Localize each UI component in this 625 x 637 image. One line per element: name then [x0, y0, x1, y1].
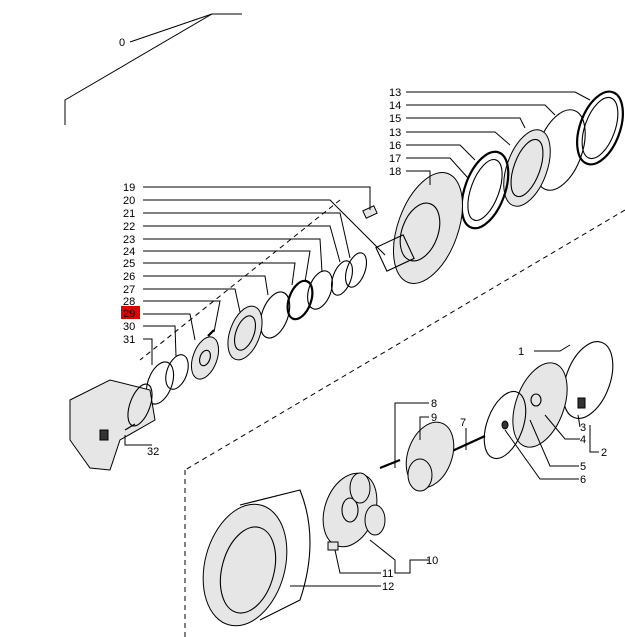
callout[interactable]: 30 — [123, 321, 135, 333]
seal-rings — [460, 90, 624, 230]
callout[interactable]: 15 — [389, 113, 401, 125]
callout[interactable]: 4 — [580, 434, 586, 446]
callout[interactable]: 8 — [431, 398, 437, 410]
callout[interactable]: 25 — [123, 258, 135, 270]
highlight-box — [121, 306, 140, 319]
callout[interactable]: 20 — [123, 195, 135, 207]
callout[interactable]: 12 — [382, 581, 394, 593]
callout[interactable]: 26 — [123, 271, 135, 283]
callout[interactable]: 18 — [389, 166, 401, 178]
callout[interactable]: 7 — [460, 417, 466, 429]
callout-highlighted[interactable]: 29 — [123, 308, 135, 320]
callout[interactable]: 23 — [123, 234, 135, 246]
callout[interactable]: 17 — [389, 153, 401, 165]
callout[interactable]: 24 — [123, 246, 135, 258]
callout[interactable]: 0 — [119, 37, 125, 49]
leader-lines — [124, 13, 599, 587]
callout[interactable]: 13 — [389, 127, 401, 139]
bearing-rings — [145, 252, 368, 405]
callout[interactable]: 21 — [123, 208, 135, 220]
callout[interactable]: 16 — [389, 140, 401, 152]
callout[interactable]: 11 — [382, 568, 393, 580]
callout[interactable]: 22 — [123, 221, 135, 233]
callout-labels: 0 13 14 15 13 16 17 18 19 20 21 22 23 24… — [119, 37, 607, 593]
callout[interactable]: 13 — [389, 87, 401, 99]
callout[interactable]: 1 — [518, 346, 524, 358]
planetary-gears — [322, 421, 455, 551]
callout[interactable]: 6 — [580, 474, 586, 486]
callout[interactable]: 3 — [580, 422, 586, 434]
ring-gear-housing — [202, 489, 311, 627]
callout[interactable]: 5 — [580, 461, 586, 473]
callout[interactable]: 27 — [123, 284, 135, 296]
callout[interactable]: 19 — [123, 182, 135, 194]
callout[interactable]: 9 — [431, 412, 437, 424]
hydraulic-motor — [69, 379, 156, 471]
callout[interactable]: 31 — [123, 334, 135, 346]
cover-plate — [449, 341, 614, 460]
assembly-outline — [64, 13, 625, 637]
callout[interactable]: 2 — [601, 447, 607, 459]
hub — [362, 172, 463, 284]
callout[interactable]: 14 — [389, 100, 401, 112]
callout[interactable]: 10 — [426, 555, 438, 567]
callout[interactable]: 32 — [147, 446, 159, 458]
callout[interactable]: 28 — [123, 296, 135, 308]
